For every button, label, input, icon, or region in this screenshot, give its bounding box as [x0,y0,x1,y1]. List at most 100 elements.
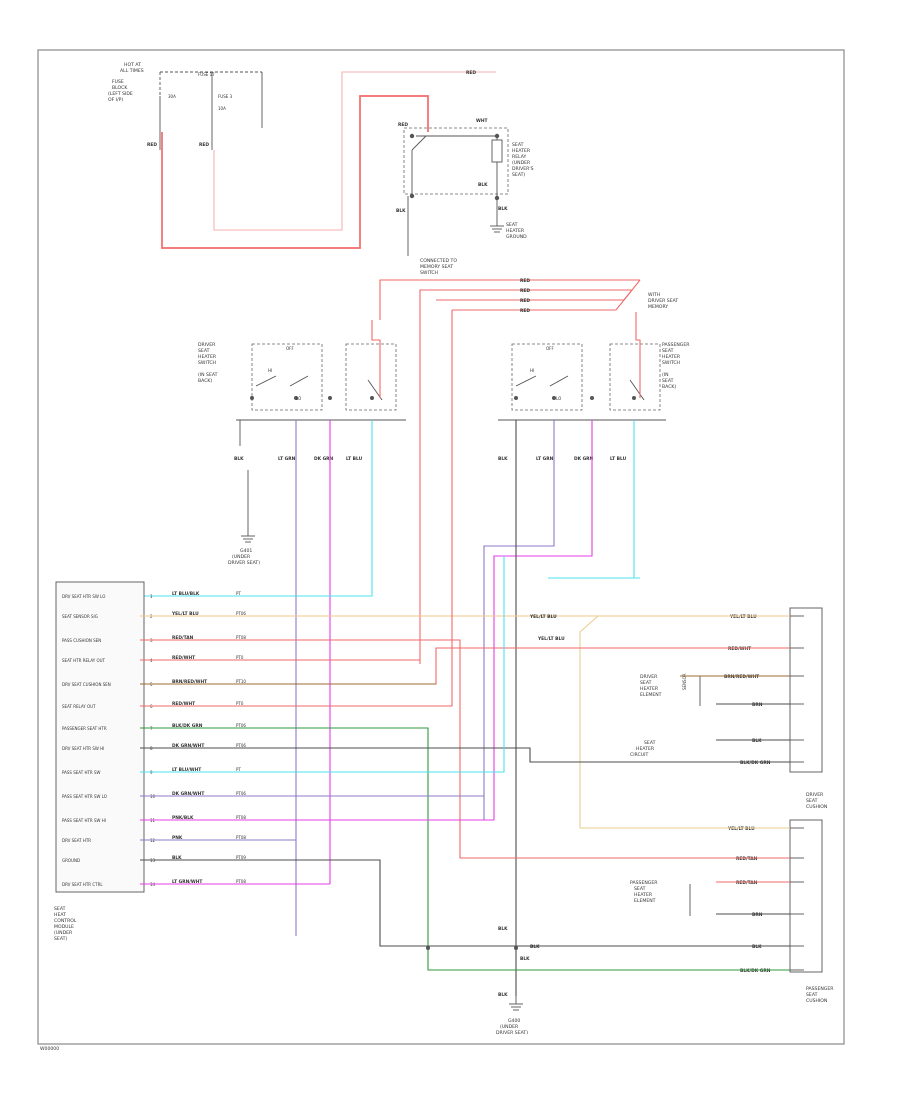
memory-note-1: CONNECTED TO [420,258,457,264]
cm-pin-right-code: PT06 [236,723,246,728]
pass-heater-code-5: BLK [752,944,762,950]
pass-heater-code-6: BLK/DK GRN [740,968,771,974]
cm-line-5: (UNDER [54,930,73,936]
relay-ground-line-3: GROUND [506,234,527,240]
cm-line-1: SEAT [54,906,66,912]
cm-pin-wire-code: YEL/LT BLU [171,611,199,617]
pass-switch-line-2: SEAT [662,348,674,354]
driver-switch-code-3: DK GRN [314,456,334,462]
g400-line-1: G400 [508,1018,520,1024]
cond-note-2: DRIVER SEAT [648,298,678,304]
fuse-block-line-5: (LEFT SIDE [108,91,133,97]
cond-note-1: WITH [648,292,660,298]
pass-switch-line-6: SEAT [662,378,674,384]
driver-heater-code-3: BRN/RED/WHT [724,674,759,680]
cm-pin-label: SEAT RELAY OUT [62,704,96,709]
cm-pin-right-code: PT [236,767,241,772]
cm-pin-wire-code: BRN/RED/WHT [172,679,207,685]
wire-red-fuse3 [213,71,496,231]
cm-pin-right-code: PT08 [236,635,246,640]
g401-line-2: (UNDER [232,554,251,560]
trunk-code-3: RED [520,298,530,304]
cm-pin-right-code: PT08 [236,879,246,884]
cm-pin-right-code: PT08 [236,815,246,820]
driver-heater-line-4: ELEMENT [640,692,662,698]
driver-heater-sensor: SENSOR [682,673,687,690]
fuse-block-line-3: FUSE [112,79,124,85]
pass-switch-code-2: LT GRN [536,456,554,462]
cm-pin-wire-code: DK GRN/WHT [172,743,204,749]
cm-pin-wire-code: RED/WHT [172,701,195,707]
driver-switch-line-4: SWITCH [198,360,216,366]
pass-switch-pos-hi: HI [530,368,534,373]
relay-line-6: SEAT) [512,172,525,178]
fuse-label-3: FUSE 3 [218,94,233,99]
pass-heater-line-2: SEAT [634,886,646,892]
cm-pin-right-code: PT10 [236,679,246,684]
cm-pin-wire-code: LT GRN/WHT [172,879,202,885]
driver-heater-code-6: BLK/DK GRN [740,760,771,766]
driver-switch-pos-off: OFF [286,346,294,351]
relay-code-4: BLK [498,206,508,212]
cm-pin-wire-code: PNK/BLK [172,815,194,821]
pass-switch-code-3: DK GRN [574,456,594,462]
cm-line-4: MODULE [54,924,74,930]
driver-heater-code-5: BLK [752,738,762,744]
fuse-wire-code-1: RED [147,142,157,148]
pass-heater-line-4: ELEMENT [634,898,656,904]
cm-pin-right-code: PT08 [236,835,246,840]
cond-note-3: MEMORY [648,304,668,310]
cm-pin-label: PASSENGER SEAT HTR [62,726,107,731]
relay-line-1: SEAT [512,142,524,148]
misc-code-3: BLK [498,926,508,932]
fuse-label-1: FUSE 17 [198,72,215,77]
memory-note-3: SWITCH [420,270,438,276]
cm-pin-wire-code: DK GRN/WHT [172,791,204,797]
relay-code-5: BLK [396,208,406,214]
misc-code-1: YEL/LT BLU [529,614,557,620]
cm-pin-right-code: PT06 [236,791,246,796]
driver-heater-code-1: YEL/LT BLU [729,614,757,620]
pass-heater-line-3: HEATER [634,892,653,898]
trunk-code-1: RED [520,278,530,284]
pass-heater-code-2: RED/TAN [736,856,758,862]
cm-line-2: HEAT [54,912,66,918]
passenger-seat-heater: PASSENGER SEAT HEATER ELEMENT PASSENGER … [630,819,834,1004]
trunk-code-4: RED [520,308,530,314]
misc-code-5: BLK [520,956,530,962]
cm-pin-label: DRV SEAT HTR [62,838,91,843]
memory-note-2: MEMORY SEAT [420,264,453,270]
fuse-label-4: 10A [218,106,226,111]
driver-heater-note-2: HEATER [636,746,655,752]
driver-seat-heater: DRIVER SEAT HEATER ELEMENT SENSOR DRIVER… [630,607,827,810]
driver-switch-line-5: (IN SEAT [198,372,218,378]
cm-pin-right-code: PT [236,591,241,596]
diagram-border [37,49,845,1045]
driver-switch-pos-hi: HI [268,368,272,373]
driver-heater-line-3: HEATER [640,686,659,692]
g400-line-2: (UNDER [500,1024,519,1030]
misc-code-6: BLK [498,992,508,998]
pass-heater-bottom-3: CUSHION [806,998,827,1004]
relay-line-4: (UNDER [512,160,531,166]
driver-switch-code-2: LT GRN [278,456,296,462]
relay-ground-line-1: SEAT [506,222,518,228]
relay-line-3: RELAY [512,154,527,160]
cm-pin-label: DRV SEAT HTR SW HI [62,746,104,751]
cm-line-6: SEAT) [54,936,67,942]
cm-pin-label: DRV SEAT HTR SW LO [62,594,105,599]
driver-switch-line-1: DRIVER [198,342,216,348]
relay-code-2: WHT [476,118,488,124]
pass-switch-line-3: HEATER [662,354,681,360]
cm-pin-label: PASS CUSHION SEN [62,638,101,643]
fuse-block-line-2: ALL TIMES [120,68,144,74]
fuse-block-line-6: OF I/P) [108,97,123,103]
fuse-block-line-4: BLOCK [112,85,128,91]
driver-heater-bottom-2: SEAT [806,798,818,804]
seat-heater-relay: SEAT HEATER RELAY (UNDER DRIVER'S SEAT) … [396,118,534,256]
power-wires: RED [161,70,496,249]
cm-pin-right-code: PT0 [236,655,244,660]
cm-pin-right-code: PT06 [236,611,246,616]
